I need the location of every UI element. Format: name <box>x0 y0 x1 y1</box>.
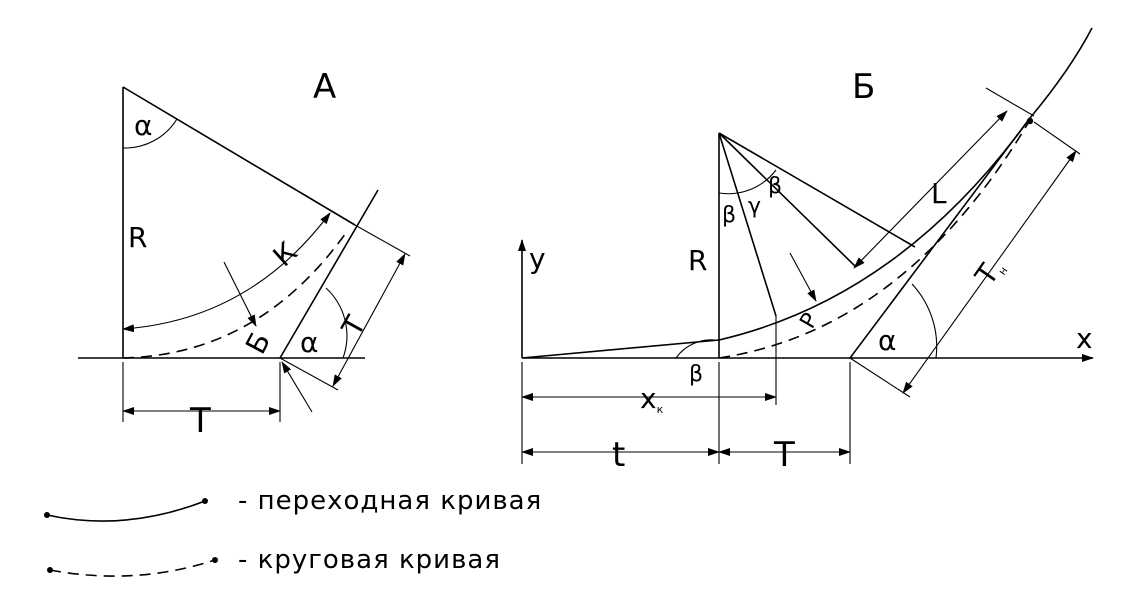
panel-a-title: А <box>313 67 336 107</box>
panel-a-T-ext-top <box>354 224 411 257</box>
legend-circular-curve-sample <box>49 559 216 577</box>
panel-a-label-alpha-top: α <box>134 109 152 142</box>
panel-a-T-side-dimension <box>332 253 406 387</box>
panel-b-transition-curve <box>521 27 1093 359</box>
legend: - переходная кривая - круговая кривая <box>44 486 542 577</box>
panel-b-Tn-ext-bottom <box>849 357 911 398</box>
legend-circular-end-dot <box>212 557 218 563</box>
panel-a-label-T-side: Т <box>335 310 373 343</box>
panel-b-angle-arc <box>718 169 777 195</box>
panel-a-radius-inclined <box>122 86 356 226</box>
panel-b-y-label: y <box>529 242 546 275</box>
legend-transition-curve-sample <box>46 500 206 522</box>
panel-b-Tn-ext-top <box>1033 121 1081 155</box>
panel-a-arc-K-dimension <box>122 212 331 333</box>
panel-b-label-beta-right: β <box>768 174 782 199</box>
panel-b-P-arrow <box>789 252 817 302</box>
panel-a-label-B: Б <box>239 327 277 359</box>
panel-a-label-T-bottom: Т <box>189 401 211 441</box>
panel-a: А R α α К Б Т Т <box>78 67 411 441</box>
legend-transition-label: - переходная кривая <box>238 486 542 516</box>
panel-b-label-alpha: α <box>878 324 896 357</box>
panel-b-label-T: Т <box>773 435 795 475</box>
panel-b-alpha-arc <box>911 283 938 359</box>
panel-b-L-ext-top <box>985 87 1035 117</box>
panel-b-label-gamma: γ <box>748 194 761 219</box>
panel-b-label-t: t <box>612 435 625 475</box>
panel-a-label-R: R <box>128 221 147 254</box>
panel-a-label-K: К <box>267 235 304 273</box>
panel-b-Tn-dimension <box>902 150 1077 394</box>
panel-a-vertex-arrow <box>281 361 313 413</box>
legend-circular-label: - круговая кривая <box>238 545 501 575</box>
panel-b-label-R: R <box>688 244 707 277</box>
legend-transition-end-dot <box>202 498 208 504</box>
panel-b-circular-curve <box>718 119 1031 359</box>
panel-b-label-beta-bottom: β <box>689 362 703 387</box>
panel-b-title: Б <box>852 67 875 107</box>
panel-b-radius-beta <box>718 132 777 317</box>
panel-b-radius-gamma <box>718 132 857 268</box>
panel-b-curve-end-point <box>1026 117 1034 125</box>
panel-a-alpha-arc-top <box>122 118 178 149</box>
legend-circular-start-dot <box>47 567 53 573</box>
panel-a-B-arrow <box>223 261 257 327</box>
panel-b: Б y x R β γ β β L P α Тн xк t Т <box>518 27 1094 475</box>
panel-b-label-L: L <box>931 177 947 210</box>
panel-a-label-alpha-bottom: α <box>300 326 318 359</box>
legend-transition-start-dot <box>44 512 50 518</box>
panel-b-label-xk: xк <box>640 382 664 416</box>
panel-b-beta-arc <box>675 339 716 359</box>
panel-b-label-Tn: Тн <box>968 252 1010 292</box>
panel-b-x-label: x <box>1076 322 1093 355</box>
panel-b-label-beta-left: β <box>722 203 736 228</box>
panel-b-label-P: P <box>796 309 824 333</box>
